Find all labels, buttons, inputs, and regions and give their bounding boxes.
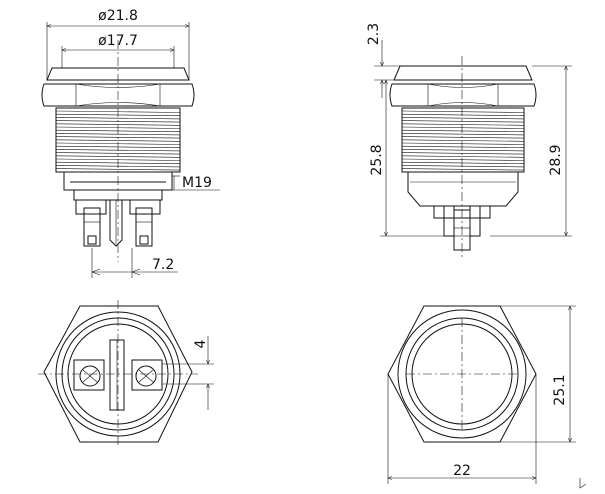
thread-ridge	[55, 117, 181, 120]
thread-ridge	[401, 136, 525, 139]
dim-total-height: 28.9	[490, 65, 572, 237]
side-body-base	[407, 171, 519, 219]
thread-ridge	[401, 129, 525, 132]
thread-ridge	[401, 123, 525, 126]
side-view: 2.3 25.8 28.9	[366, 23, 572, 258]
dim-nut-across-corners: 25.1	[500, 305, 576, 443]
body-height-label: 25.8	[369, 144, 385, 175]
dim-outer-diameter: ø21.8	[46, 8, 190, 80]
thread-ridge	[401, 149, 525, 152]
thread-ridge	[401, 133, 525, 136]
thread-ridge	[401, 126, 525, 129]
nut-across-corners-label: 25.1	[552, 374, 568, 405]
side-hex-nut	[389, 83, 537, 107]
thread-ridge	[55, 155, 181, 158]
terminal-width-label: 4	[193, 339, 209, 348]
side-cap	[393, 65, 533, 81]
terminal-spacing-label: 7.2	[152, 257, 174, 273]
dim-terminal-spacing: 7.2	[91, 248, 178, 278]
dim-cap-diameter: ø17.7	[61, 33, 175, 68]
thread-ridge	[401, 120, 525, 123]
dim-cap-height: 2.3	[366, 23, 400, 98]
thread-ridge	[401, 168, 525, 171]
top-view: 22 25.1	[387, 305, 576, 484]
thread-ridge	[401, 145, 525, 148]
thread-ridge	[401, 161, 525, 164]
total-height-label: 28.9	[548, 144, 564, 175]
thread-ridge	[55, 139, 181, 142]
nut-across-flats-label: 22	[453, 463, 471, 479]
thread-ridge	[401, 158, 525, 161]
thread-ridge	[55, 133, 181, 136]
dim-terminal-width: 4	[162, 336, 214, 410]
thread-ridge	[401, 152, 525, 155]
dim-body-height: 25.8	[369, 80, 444, 237]
rear-hex-nut	[43, 305, 193, 443]
rear-view: 4	[38, 300, 214, 448]
front-terminals	[75, 199, 161, 247]
thread-ridge	[401, 117, 525, 120]
dim-nut-across-flats: 22	[387, 374, 537, 484]
dim-thread: M19	[172, 175, 220, 191]
side-threads	[401, 107, 525, 173]
cap-height-label: 2.3	[366, 23, 382, 45]
thread-label: M19	[182, 175, 212, 191]
rear-center-terminal	[109, 339, 125, 411]
thread-ridge	[401, 165, 525, 168]
thread-ridge	[401, 142, 525, 145]
top-nut-ring	[397, 309, 527, 439]
thread-ridge	[401, 155, 525, 158]
thread-ridge	[55, 123, 181, 126]
outer-diameter-label: ø21.8	[98, 8, 138, 24]
thread-ridge	[55, 152, 181, 155]
cap-diameter-label: ø17.7	[98, 33, 138, 49]
corner-mark	[579, 478, 587, 489]
thread-ridge	[401, 113, 525, 116]
thread-ridge	[401, 139, 525, 142]
thread-ridge	[401, 110, 525, 113]
thread-ridge	[55, 168, 181, 171]
front-view: ø21.8 ø17.7 M19 7.2	[41, 8, 220, 278]
rear-right-terminal	[131, 359, 163, 391]
rear-left-terminal	[73, 359, 105, 391]
